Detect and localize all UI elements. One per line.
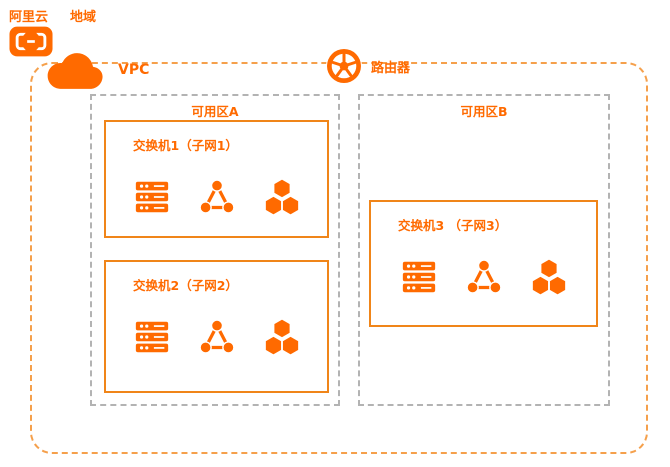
zone-b: 可用区B 交换机3 （子网3）: [358, 94, 610, 406]
router-wheel-icon: [326, 48, 362, 84]
switch-box-1: 交换机1（子网1）: [104, 120, 329, 238]
switch-1-label: 交换机1（子网1）: [133, 138, 238, 153]
router-label: 路由器: [371, 60, 411, 76]
switch-3-resources: [371, 258, 596, 296]
cloud-icon: [44, 50, 108, 92]
zone-a: 可用区A 交换机1（子网1） 交换机2（子网2）: [90, 94, 340, 406]
hexagon-cluster-icon: [530, 258, 568, 296]
switch-3-label: 交换机3 （子网3）: [398, 218, 508, 233]
switch-1-resources: [106, 178, 327, 216]
network-node-icon: [465, 258, 503, 296]
zone-b-label: 可用区B: [460, 104, 508, 119]
hexagon-cluster-icon: [263, 318, 301, 356]
vpc-label: VPC: [118, 62, 150, 78]
router: 路由器: [326, 48, 410, 84]
brand-label: 阿里云: [9, 10, 49, 25]
switch-box-2: 交换机2（子网2）: [104, 260, 329, 393]
switch-2-label: 交换机2（子网2）: [133, 278, 238, 293]
region-label: 地域: [70, 10, 97, 25]
switch-box-3: 交换机3 （子网3）: [369, 200, 598, 327]
server-stack-icon: [400, 258, 438, 296]
network-node-icon: [198, 178, 236, 216]
zone-a-label: 可用区A: [191, 104, 239, 119]
network-node-icon: [198, 318, 236, 356]
switch-2-resources: [106, 318, 327, 356]
server-stack-icon: [133, 178, 171, 216]
vpc-header: VPC: [44, 50, 149, 92]
header-labels: 阿里云 地域: [9, 6, 96, 25]
hexagon-cluster-icon: [263, 178, 301, 216]
server-stack-icon: [133, 318, 171, 356]
